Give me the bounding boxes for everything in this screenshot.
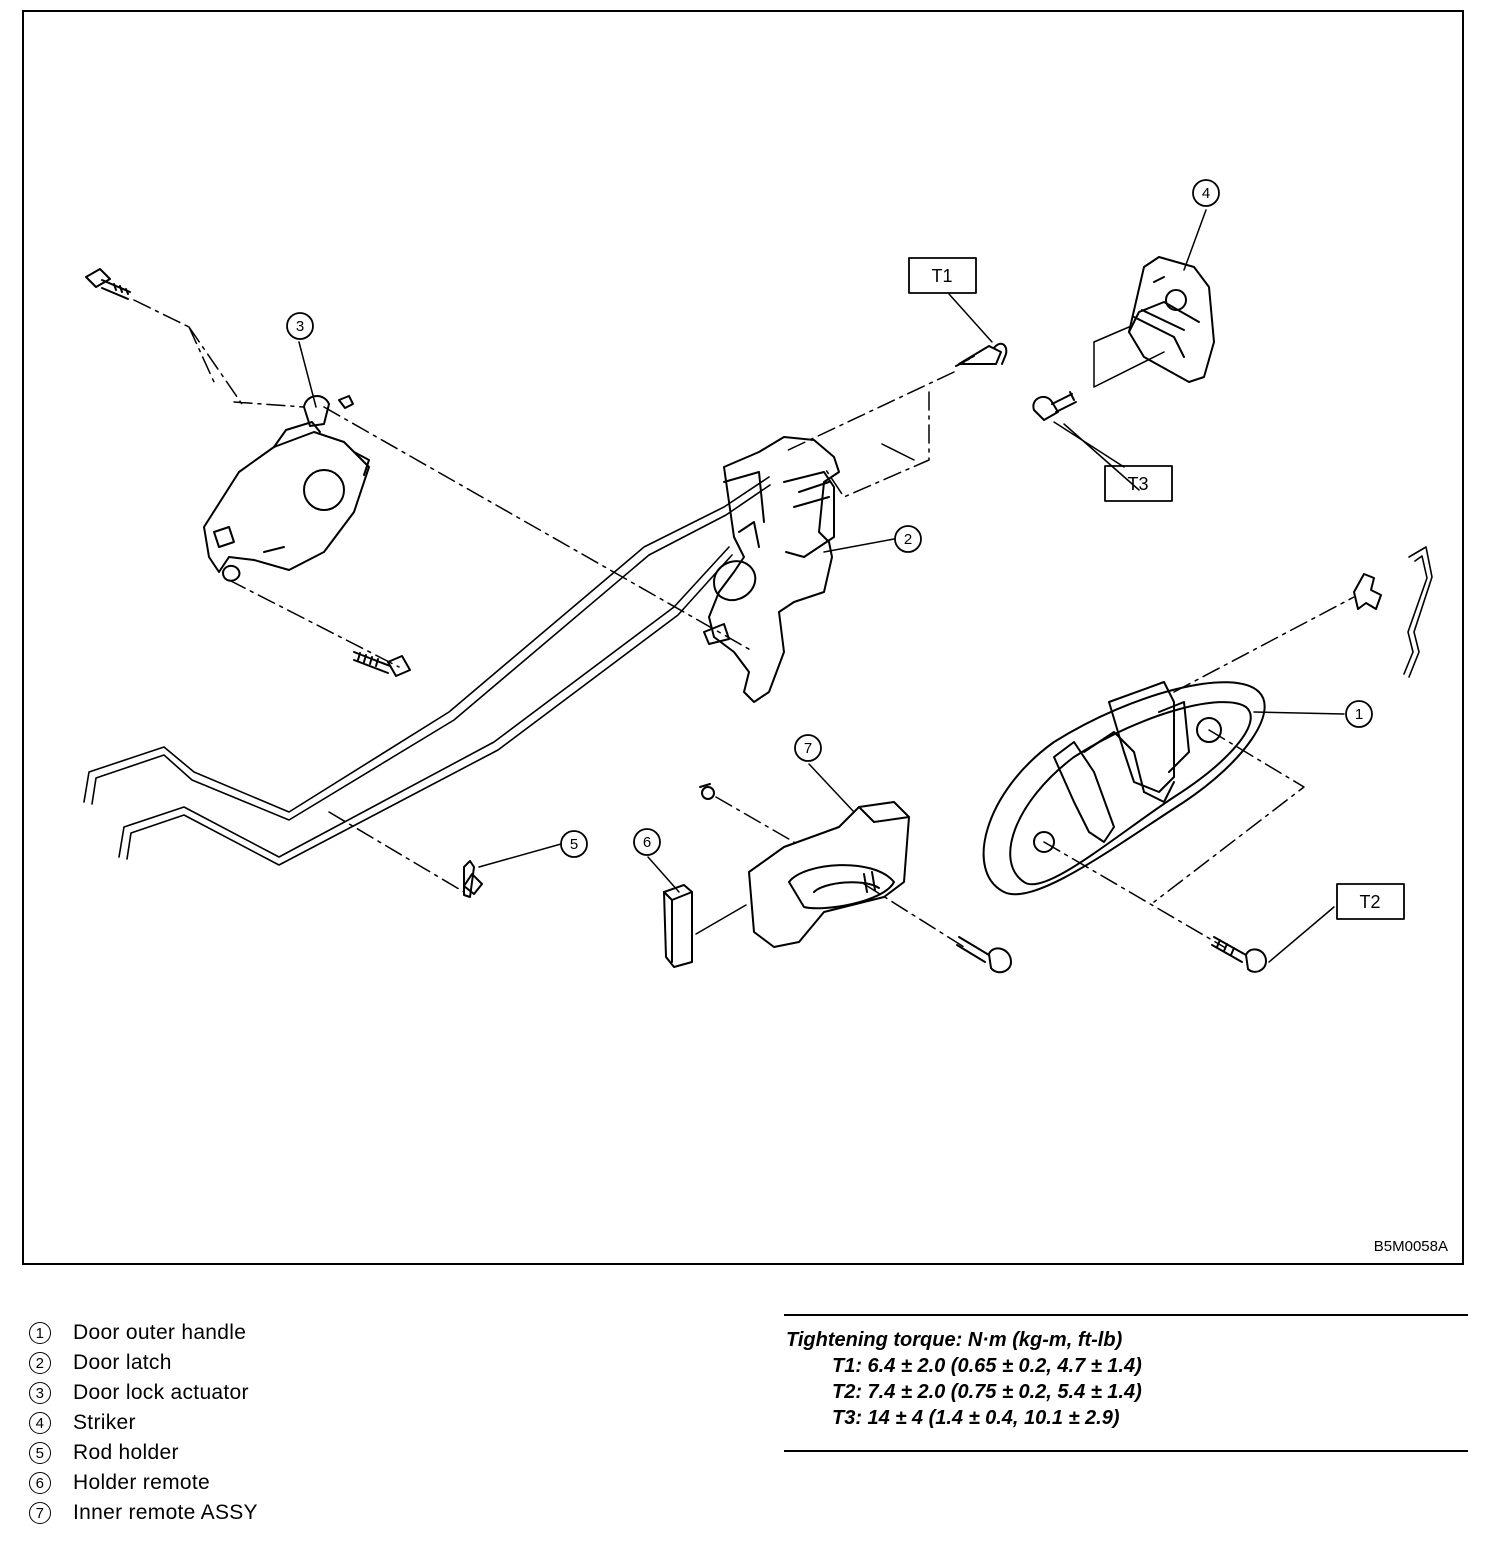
exploded-diagram: 1 2 3 4 5 6 7 T1 T3 T2 B5M0058A bbox=[22, 10, 1464, 1265]
striker-part bbox=[1128, 256, 1215, 383]
legend-number: 5 bbox=[29, 1442, 51, 1464]
legend-number: 2 bbox=[29, 1352, 51, 1374]
legend-number: 3 bbox=[29, 1382, 51, 1404]
t1-tag-label: T1 bbox=[931, 266, 952, 286]
t2-tag-label: T2 bbox=[1359, 892, 1380, 912]
handle-rod bbox=[1403, 546, 1433, 678]
callout-1-label: 1 bbox=[1355, 706, 1363, 723]
legend-item: 1 Door outer handle bbox=[26, 1318, 258, 1348]
door-lock-actuator-part bbox=[203, 395, 370, 582]
callout-circles bbox=[286, 179, 1373, 858]
legend-number: 4 bbox=[29, 1412, 51, 1434]
legend-label: Door outer handle bbox=[73, 1321, 247, 1344]
t3-screw bbox=[1032, 391, 1077, 421]
parts-legend: 1 Door outer handle 2 Door latch 3 Door … bbox=[26, 1318, 258, 1528]
latch-rods bbox=[83, 476, 771, 866]
torque-row-t1: T1: 6.4 ± 2.0 (0.65 ± 0.2, 4.7 ± 1.4) bbox=[832, 1355, 1142, 1377]
legend-label: Door lock actuator bbox=[73, 1381, 249, 1404]
torque-row-t2: T2: 7.4 ± 2.0 (0.75 ± 0.2, 5.4 ± 1.4) bbox=[832, 1381, 1142, 1403]
door-latch-part bbox=[703, 436, 840, 703]
torque-tag-boxes bbox=[908, 257, 1405, 920]
legend-label: Door latch bbox=[73, 1351, 172, 1374]
legend-label: Holder remote bbox=[73, 1471, 210, 1494]
legend-label: Rod holder bbox=[73, 1441, 179, 1464]
inner-remote-screw bbox=[956, 936, 1012, 974]
actuator-bolt-lower bbox=[353, 651, 411, 677]
legend-item: 3 Door lock actuator bbox=[26, 1378, 258, 1408]
torque-title: Tightening torque: N·m (kg-m, ft-lb) bbox=[786, 1329, 1123, 1351]
inner-remote-part bbox=[748, 801, 910, 948]
t1-screw bbox=[955, 342, 1008, 367]
handle-clip bbox=[1353, 573, 1382, 610]
legend-item: 5 Rod holder bbox=[26, 1438, 258, 1468]
figure-code: B5M0058A bbox=[1373, 1238, 1448, 1255]
door-outer-handle-part bbox=[982, 681, 1266, 896]
callout-6-label: 6 bbox=[643, 834, 651, 851]
legend-item: 6 Holder remote bbox=[26, 1468, 258, 1498]
t2-screw bbox=[1211, 936, 1267, 973]
rod-holder-part bbox=[463, 860, 483, 898]
callout-5-label: 5 bbox=[570, 836, 578, 853]
legend-number: 6 bbox=[29, 1472, 51, 1494]
callout-4-label: 4 bbox=[1202, 185, 1210, 202]
legend-number: 7 bbox=[29, 1502, 51, 1524]
t3-tag-label: T3 bbox=[1127, 474, 1148, 494]
callout-3-label: 3 bbox=[296, 318, 304, 335]
legend-label: Striker bbox=[73, 1411, 136, 1434]
legend-item: 7 Inner remote ASSY bbox=[26, 1498, 258, 1528]
diagram-drawing: 1 2 3 4 5 6 7 T1 T3 T2 bbox=[83, 179, 1433, 974]
legend-item: 4 Striker bbox=[26, 1408, 258, 1438]
holder-remote-part bbox=[663, 884, 693, 968]
legend-label: Inner remote ASSY bbox=[73, 1501, 258, 1524]
torque-row-t3: T3: 14 ± 4 (1.4 ± 0.4, 10.1 ± 2.9) bbox=[832, 1407, 1120, 1429]
callout-7-label: 7 bbox=[804, 740, 812, 757]
actuator-bolt-upper bbox=[85, 268, 131, 300]
legend-number: 1 bbox=[29, 1322, 51, 1344]
tightening-torque-table: Tightening torque: N·m (kg-m, ft-lb) T1:… bbox=[784, 1314, 1468, 1452]
legend-item: 2 Door latch bbox=[26, 1348, 258, 1378]
inner-remote-clip bbox=[699, 783, 715, 800]
callout-2-label: 2 bbox=[904, 531, 912, 548]
